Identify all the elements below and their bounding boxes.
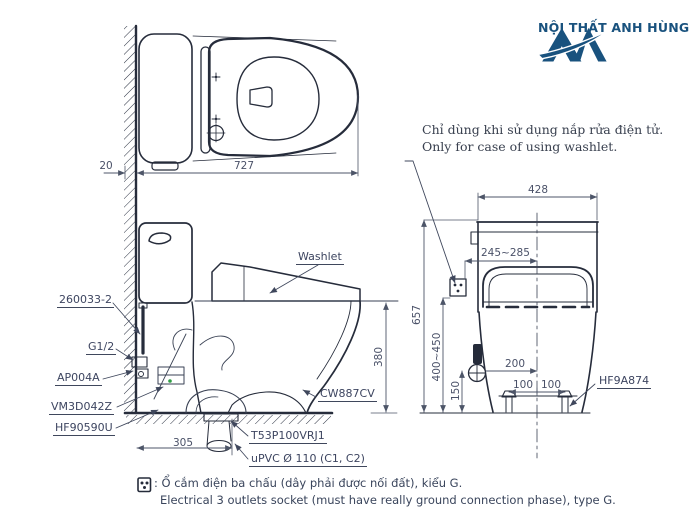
bolt-cap-leader xyxy=(569,383,596,407)
label-bolt-cap: HF9A874 xyxy=(597,374,652,389)
side-view-leaders xyxy=(102,264,319,460)
dim-total-height: 657 xyxy=(411,304,423,326)
socket-icon xyxy=(449,278,467,297)
floor-bolt-left xyxy=(501,390,517,413)
hinge-cross-markers xyxy=(211,72,221,124)
washlet-seat-front xyxy=(482,266,594,308)
floor-hatch xyxy=(123,411,591,424)
wall-hatch xyxy=(124,24,138,415)
brand-name: NỘI THẤT ANH HÙNG xyxy=(538,20,690,35)
dim-bolt-left: 100 xyxy=(512,379,534,391)
brand-logo: NỘI THẤT ANH HÙNG xyxy=(538,20,690,62)
dim-total-length: 727 xyxy=(233,160,255,172)
label-fill-valve: VM3D042Z xyxy=(49,400,115,415)
front-view-dimensions xyxy=(421,192,598,413)
washlet-seat-side xyxy=(211,262,361,302)
floor-bolt-right xyxy=(557,390,573,413)
plan-view-dimensions xyxy=(103,94,359,180)
front-view-toilet xyxy=(449,212,599,459)
dim-socket-height: 400~450 xyxy=(431,332,443,382)
label-thread: G1/2 xyxy=(86,340,117,355)
tank-handle xyxy=(148,232,172,245)
dim-bolt-right: 100 xyxy=(540,379,562,391)
washlet-note-vi: Chỉ dùng khi sử dụng nắp rửa điện tử. xyxy=(422,122,664,137)
plan-view-toilet xyxy=(138,33,360,171)
washlet-note-en: Only for case of using washlet. xyxy=(422,139,618,154)
dim-seat-height: 380 xyxy=(373,346,385,368)
dim-valve-height: 150 xyxy=(450,380,462,402)
label-flange: T53P100VRJ1 xyxy=(249,429,327,444)
label-supply-hose: 260033-2 xyxy=(57,293,114,308)
internal-plumbing xyxy=(153,328,247,414)
note-leader xyxy=(404,160,456,284)
supply-hole-marker xyxy=(206,123,226,143)
brand-logo-mark xyxy=(538,27,608,62)
label-washlet: Washlet xyxy=(296,250,344,265)
dim-rough-in: 305 xyxy=(172,437,194,449)
side-view-dimensions xyxy=(136,302,398,456)
label-drain-pipe: uPVC Ø 110 (C1, C2) xyxy=(249,452,367,467)
label-gasket: HF90590U xyxy=(53,421,115,436)
dim-supply-offset: 245~285 xyxy=(481,247,530,259)
dim-valve-offset: 200 xyxy=(504,358,526,370)
label-model: CW887CV xyxy=(318,387,377,402)
green-marker-dot xyxy=(168,379,172,383)
shutoff-valve-front xyxy=(467,344,487,383)
stop-valve-side xyxy=(131,356,149,379)
side-view-toilet xyxy=(131,222,399,452)
dim-wall-thickness: 20 xyxy=(99,160,113,172)
label-stop-valve: AP004A xyxy=(55,371,102,386)
dim-width: 428 xyxy=(527,184,549,196)
footer-note-en: Electrical 3 outlets socket (must have r… xyxy=(160,493,616,507)
washlet-note: Chỉ dùng khi sử dụng nắp rửa điện tử. On… xyxy=(422,121,663,155)
socket-legend-icon xyxy=(137,477,152,493)
flush-button-top xyxy=(249,86,273,108)
footer-note-vi: : Ổ cắm điện ba chấu (dây phải được nối … xyxy=(154,476,463,490)
